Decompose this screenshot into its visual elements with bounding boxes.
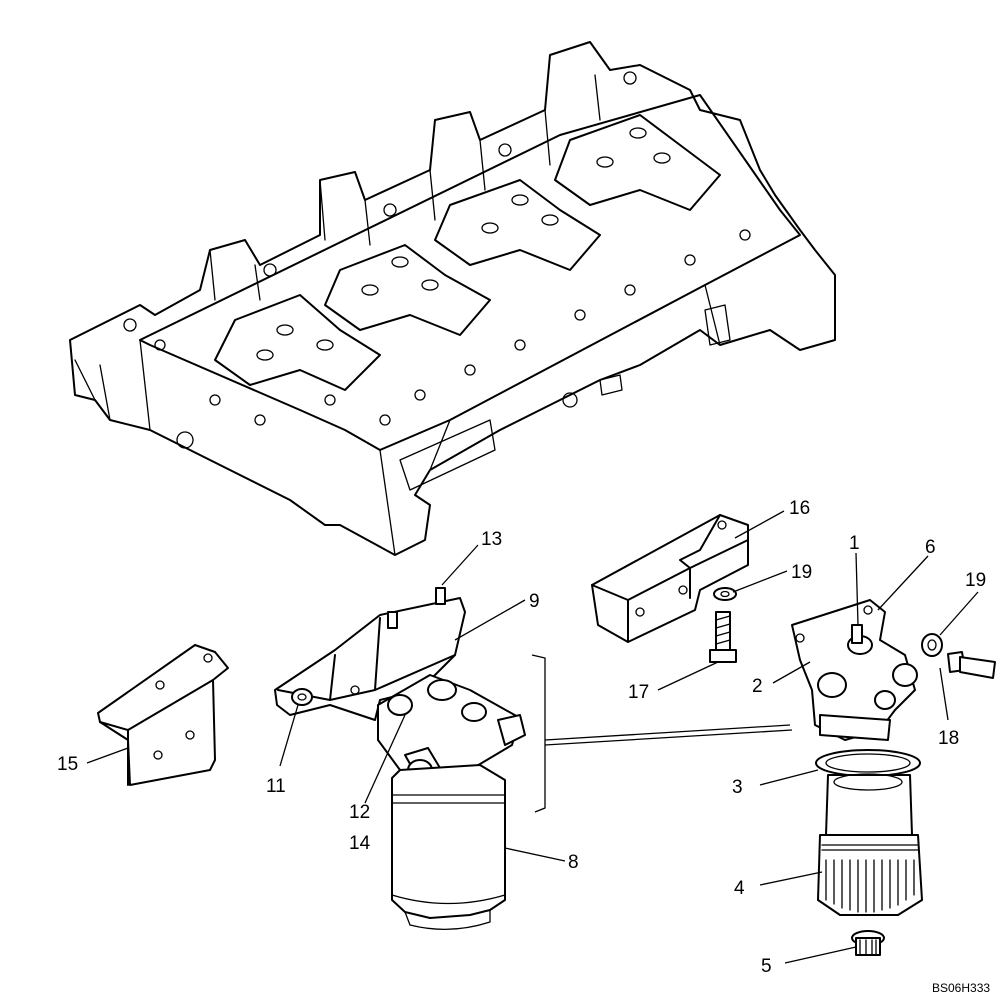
bolt-18	[947, 651, 996, 679]
cylinder-head	[69, 41, 836, 556]
drawing-reference-code: BS06H333	[932, 981, 990, 995]
callout-6: 6	[925, 537, 936, 558]
callout-11: 11	[266, 776, 286, 797]
callout-8: 8	[568, 852, 579, 873]
callout-17: 17	[628, 682, 649, 703]
callout-13: 13	[481, 529, 502, 550]
callout-16: 16	[789, 498, 810, 519]
callout-12: 12	[349, 802, 370, 823]
mounting-bracket-16	[591, 514, 749, 643]
drain-plug-5	[851, 930, 885, 956]
callout-9: 9	[529, 591, 540, 612]
callout-14: 14	[349, 833, 371, 854]
washer-19-right	[921, 633, 943, 657]
callout-19-left: 19	[791, 562, 812, 583]
callout-2: 2	[752, 676, 763, 697]
leader-lines	[86, 510, 979, 964]
callout-5: 5	[761, 956, 772, 977]
bracket-15	[97, 644, 229, 786]
group-pointer	[544, 724, 793, 746]
callout-labels: 1 2 3 4 5 6 8 9 11 12 13 14 15 16 17 18 …	[57, 498, 986, 977]
callout-18: 18	[938, 728, 959, 749]
callout-1: 1	[849, 533, 860, 554]
filter-bowl-4	[817, 773, 923, 916]
group-bracket	[531, 654, 546, 813]
callout-4: 4	[734, 878, 745, 899]
fuel-filter-assembly	[274, 587, 526, 930]
seal-ring-3	[815, 749, 921, 777]
filter-head-right	[791, 599, 918, 741]
washer-19-left	[713, 587, 737, 601]
callout-19-right: 19	[965, 570, 986, 591]
bolt-17	[709, 611, 737, 663]
callout-15: 15	[57, 754, 78, 775]
callout-3: 3	[732, 777, 743, 798]
